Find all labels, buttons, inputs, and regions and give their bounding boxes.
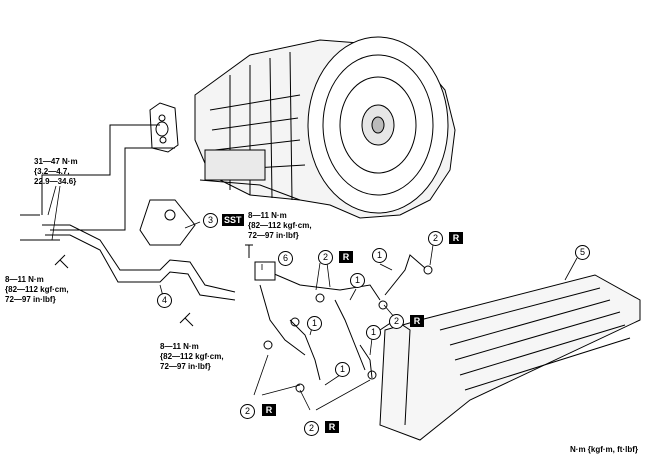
- torque-spec-line: 72—97 in·lbf}: [248, 231, 299, 240]
- transmission-illustration: [149, 36, 456, 219]
- replace-badge: R: [325, 421, 339, 433]
- callout-6: 6: [278, 251, 293, 266]
- units-legend: N·m {kgf·m, ft·lbf}: [570, 445, 638, 454]
- callout-1: 1: [350, 273, 365, 288]
- callout-4: 4: [157, 293, 172, 308]
- callout-1: 1: [372, 248, 387, 263]
- torque-spec-line: {82—112 kgf·cm,: [248, 221, 312, 230]
- torque-spec-line: 31—47 N·m: [34, 157, 78, 166]
- cooler-hoses: [254, 254, 433, 393]
- torque-spec-line: 8—11 N·m: [5, 275, 44, 284]
- torque-spec-line: 72—97 in·lbf}: [5, 295, 56, 304]
- torque-spec-center-bottom: 8—11 N·m {82—112 kgf·cm, 72—97 in·lbf}: [160, 342, 224, 372]
- callout-2: 2: [389, 314, 404, 329]
- callout-2: 2: [304, 421, 319, 436]
- torque-spec-line: 8—11 N·m: [248, 211, 287, 220]
- torque-spec-line: {82—112 kgf·cm,: [160, 352, 224, 361]
- bolts: [54, 244, 253, 327]
- torque-spec-center-top: 8—11 N·m {82—112 kgf·cm, 72—97 in·lbf}: [248, 211, 312, 241]
- torque-spec-line: 22.9—34.6}: [34, 177, 77, 186]
- callout-1: 1: [366, 325, 381, 340]
- torque-spec-upper-left: 31—47 N·m {3.2—4.7, 22.9—34.6}: [34, 157, 78, 187]
- sst-badge: SST: [222, 214, 244, 226]
- torque-spec-line: 72—97 in·lbf}: [160, 362, 211, 371]
- transmission-cooler-lines: [20, 124, 236, 301]
- callout-1: 1: [307, 316, 322, 331]
- callout-5: 5: [575, 245, 590, 260]
- torque-spec-line: {3.2—4.7,: [34, 167, 70, 176]
- leader-lines: [47, 185, 578, 411]
- replace-badge: R: [449, 232, 463, 244]
- bracket-part-3: [139, 199, 196, 246]
- replace-badge: R: [262, 404, 276, 416]
- replace-badge: R: [410, 315, 424, 327]
- callout-1: 1: [335, 362, 350, 377]
- torque-spec-line: {82—112 kgf·cm,: [5, 285, 69, 294]
- replace-badge: R: [339, 251, 353, 263]
- torque-spec-line: 8—11 N·m: [160, 342, 199, 351]
- callout-2: 2: [318, 250, 333, 265]
- callout-3: 3: [203, 213, 218, 228]
- torque-spec-lower-left: 8—11 N·m {82—112 kgf·cm, 72—97 in·lbf}: [5, 275, 69, 305]
- callout-2: 2: [428, 231, 443, 246]
- callout-2: 2: [240, 404, 255, 419]
- radiator-part-5: [379, 274, 641, 441]
